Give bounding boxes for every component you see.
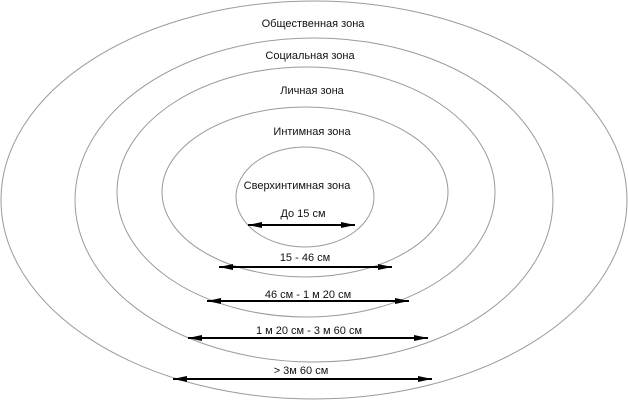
public-distance-label: > 3м 60 см (274, 365, 329, 377)
intimate-zone-ellipse (161, 106, 449, 278)
intimate-distance-label: 15 - 46 см (280, 252, 330, 264)
social-distance-label: 1 м 20 см - 3 м 60 см (256, 325, 362, 337)
social-zone-label: Социальная зона (265, 50, 355, 62)
personal-zone-label: Личная зона (280, 85, 344, 97)
intimate-zone-label: Интимная зона (273, 126, 351, 138)
personal-zone-ellipse (116, 66, 496, 318)
public-zone-label: Общественная зона (262, 18, 366, 30)
social-zone-ellipse (74, 37, 554, 363)
super-intimate-zone-ellipse (235, 146, 375, 248)
super-intimate-zone-label: Сверхинтимная зона (244, 180, 352, 192)
super-intimate-distance-label: До 15 см (280, 208, 325, 220)
personal-distance-label: 46 см - 1 м 20 см (265, 289, 351, 301)
